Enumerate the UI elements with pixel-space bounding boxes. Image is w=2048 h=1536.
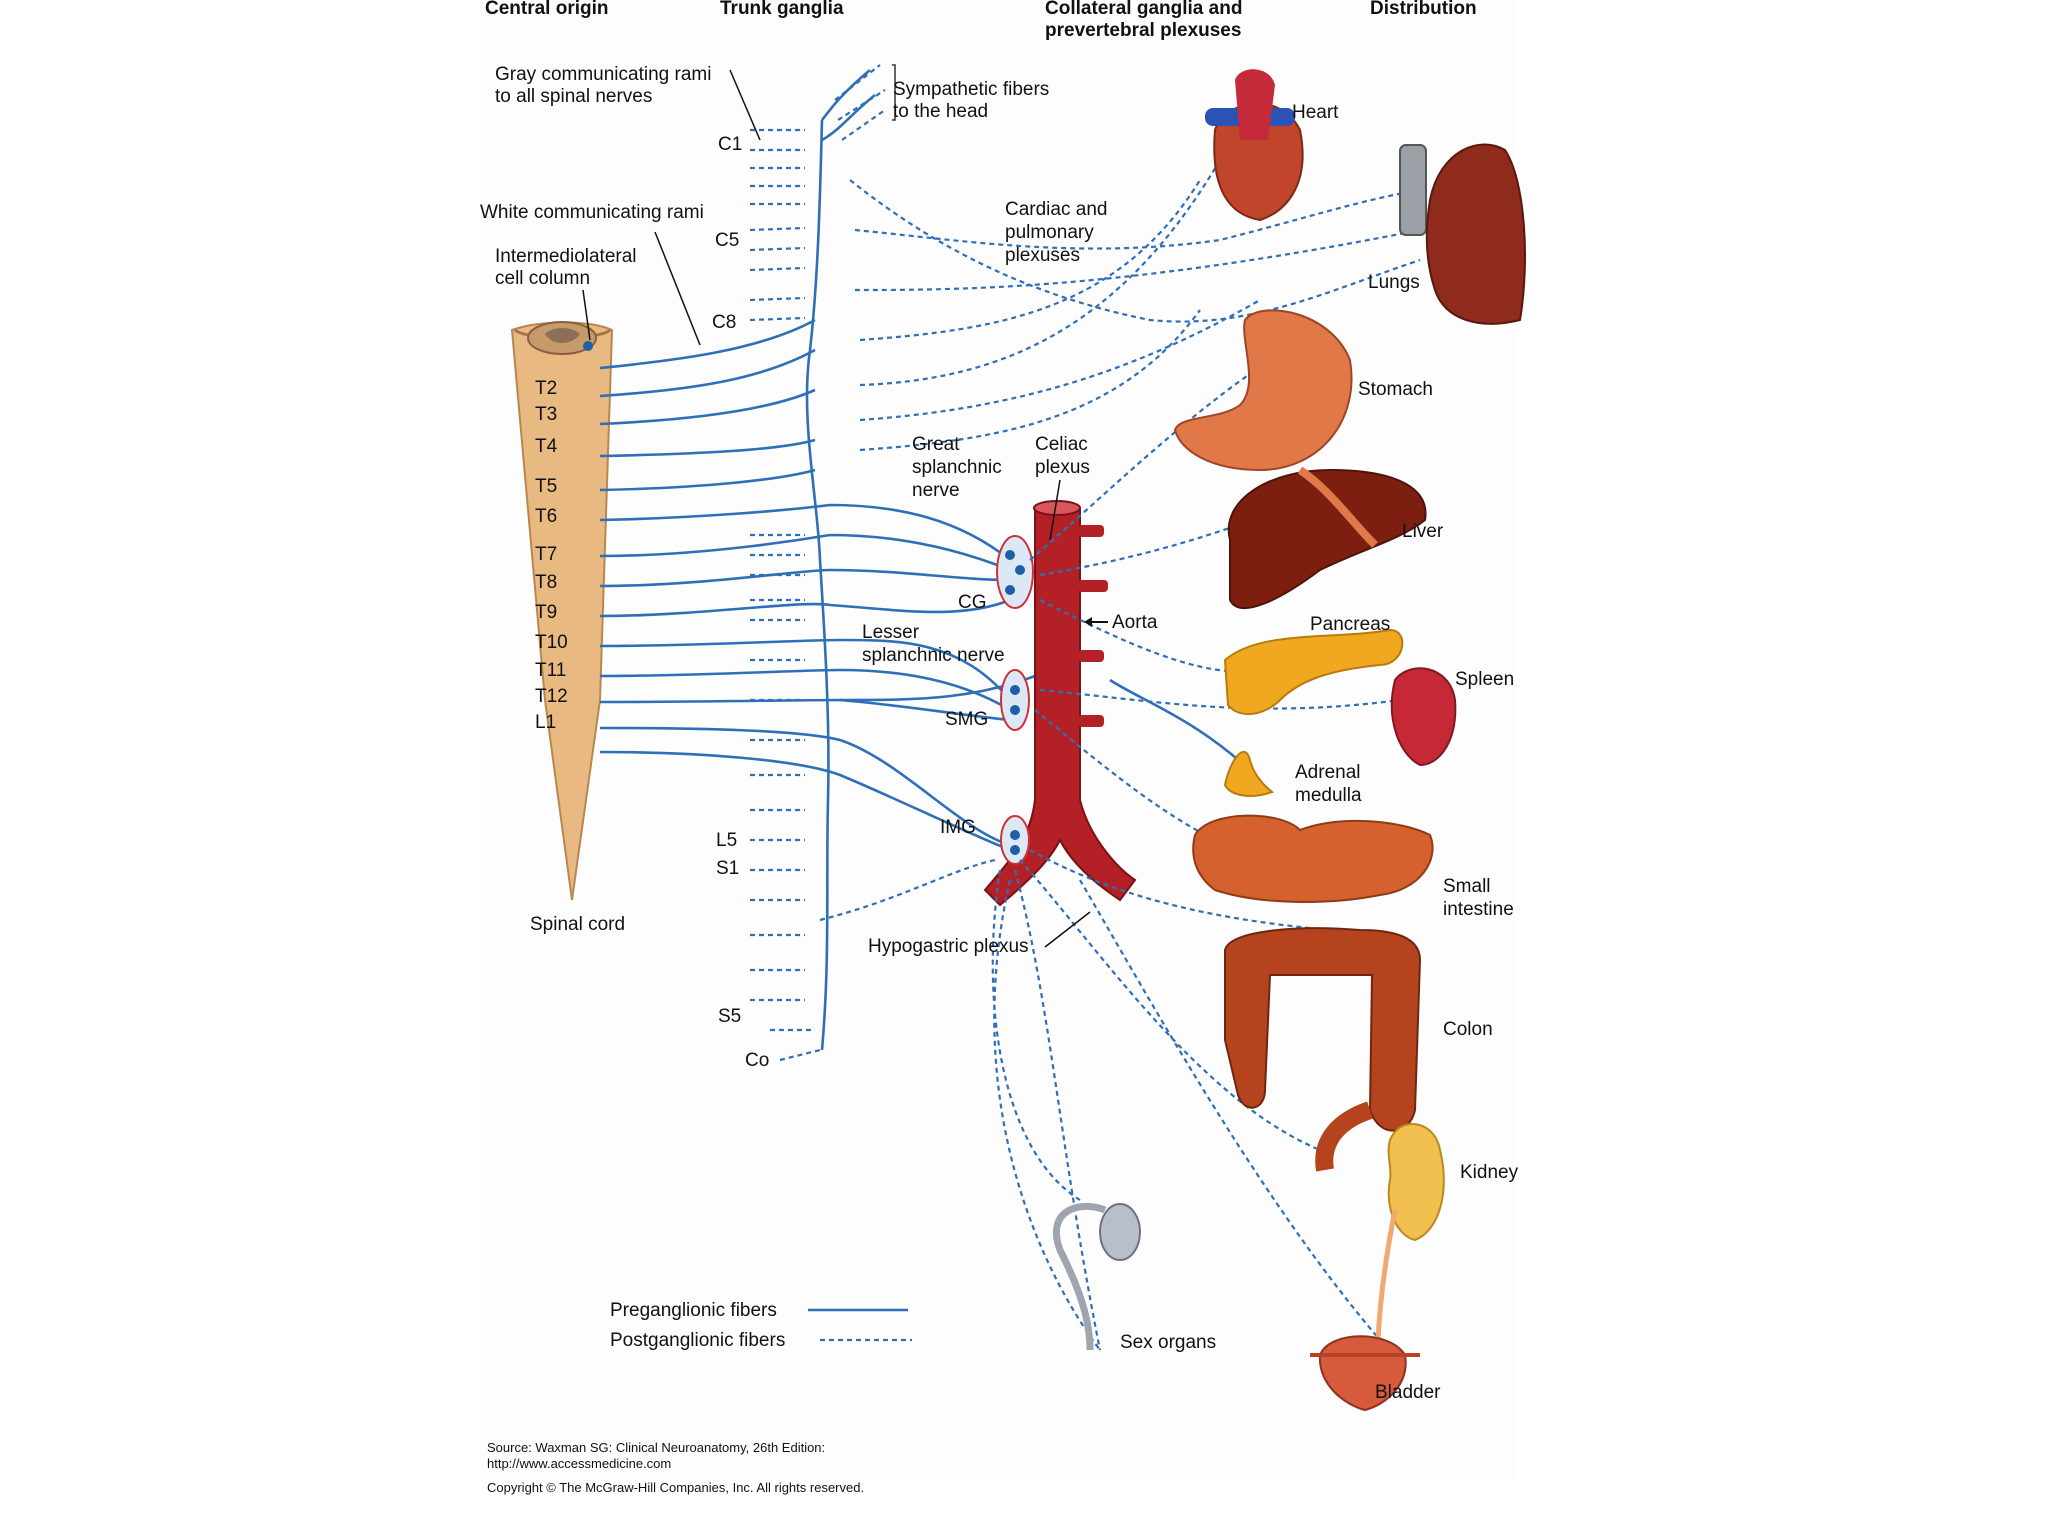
label-hypogastric: Hypogastric plexus	[868, 936, 1029, 957]
label-symp-head-2: to the head	[893, 101, 988, 122]
header-trunk-ganglia: Trunk ganglia	[720, 0, 844, 19]
label-great-splanchnic-3: nerve	[912, 480, 960, 501]
label-pancreas: Pancreas	[1310, 614, 1390, 635]
label-img: IMG	[940, 817, 976, 838]
label-lesser-2: splanchnic nerve	[862, 645, 1005, 666]
segment-label-t5: T5	[535, 476, 557, 497]
source-line-3: Copyright © The McGraw-Hill Companies, I…	[487, 1480, 864, 1495]
segment-label-t11: T11	[535, 660, 566, 681]
segment-label-t6: T6	[535, 506, 557, 527]
segment-label-t3: T3	[535, 404, 557, 425]
label-great-splanchnic-1: Great	[912, 434, 960, 455]
label-small-intestine-1: Small	[1443, 876, 1491, 897]
label-spleen: Spleen	[1455, 669, 1514, 690]
label-cg: CG	[958, 592, 987, 613]
label-stomach: Stomach	[1358, 379, 1433, 400]
segment-label-t10: T10	[535, 632, 568, 653]
heart	[1205, 69, 1304, 222]
label-lungs: Lungs	[1368, 272, 1420, 293]
stomach	[1173, 309, 1353, 472]
segment-label-t7: T7	[535, 544, 557, 565]
inferior-mesenteric-ganglion	[1000, 815, 1030, 865]
header-collateral-1: Collateral ganglia and	[1045, 0, 1242, 19]
label-aorta: Aorta	[1112, 612, 1158, 633]
gray-rami	[749, 128, 821, 1062]
level-c1: C1	[718, 134, 742, 155]
kidney	[1375, 1123, 1445, 1341]
head-fibers	[834, 64, 896, 141]
label-great-splanchnic-2: splanchnic	[912, 457, 1002, 478]
small-intestine	[1192, 814, 1434, 903]
level-c8: C8	[712, 312, 736, 333]
aorta	[983, 500, 1137, 907]
label-cardiac-2: pulmonary	[1005, 222, 1094, 243]
label-kidney: Kidney	[1460, 1162, 1519, 1183]
level-s1: S1	[716, 858, 739, 879]
cord-segment-labels: T2 T3 T4 T5 T6 T7 T8 T9 T10 T11 T12 L1	[535, 378, 568, 733]
leader-hypogastric	[1044, 911, 1091, 948]
label-gray-rami-2: to all spinal nerves	[495, 86, 652, 107]
figure-panel	[480, 0, 1515, 1480]
label-small-intestine-2: intestine	[1443, 899, 1514, 920]
label-imlc-2: cell column	[495, 268, 590, 289]
thoracic-postganglionic	[849, 159, 1421, 452]
leader-celiac	[1049, 479, 1061, 541]
header-distribution: Distribution	[1370, 0, 1477, 19]
segment-label-t4: T4	[535, 436, 558, 457]
label-bladder: Bladder	[1375, 1382, 1441, 1403]
label-imlc-1: Intermediolateral	[495, 246, 637, 267]
source-line-1: Source: Waxman SG: Clinical Neuroanatomy…	[487, 1440, 825, 1455]
source-line-2: http://www.accessmedicine.com	[487, 1456, 671, 1471]
level-c5: C5	[715, 230, 739, 251]
segment-label-t9: T9	[535, 602, 557, 623]
superior-mesenteric-ganglion	[1000, 669, 1030, 731]
label-heart: Heart	[1292, 102, 1339, 123]
legend-pre-label: Preganglionic fibers	[610, 1300, 777, 1321]
legend: Preganglionic fibers Postganglionic fibe…	[610, 1300, 912, 1351]
label-symp-head-1: Sympathetic fibers	[893, 79, 1049, 100]
adrenal-medulla	[1223, 751, 1274, 797]
level-s5: S5	[718, 1006, 741, 1027]
label-adrenal-1: Adrenal	[1295, 762, 1361, 783]
label-gray-rami-1: Gray communicating rami	[495, 64, 711, 85]
abdominal-postganglionic	[819, 359, 1401, 1351]
segment-label-l1: L1	[535, 712, 556, 733]
pancreas	[1223, 628, 1404, 716]
level-co: Co	[745, 1050, 769, 1071]
legend-post-label: Postganglionic fibers	[610, 1330, 785, 1351]
label-cardiac-1: Cardiac and	[1005, 199, 1107, 220]
label-adrenal-2: medulla	[1295, 785, 1362, 806]
label-lesser-1: Lesser	[862, 622, 920, 643]
liver	[1227, 466, 1427, 610]
label-liver: Liver	[1402, 521, 1444, 542]
leader-gray-rami	[729, 69, 761, 141]
label-smg: SMG	[945, 709, 988, 730]
label-celiac-2: plexus	[1035, 457, 1090, 478]
level-l5: L5	[716, 830, 737, 851]
segment-label-t2: T2	[535, 378, 557, 399]
header-collateral-2: prevertebral plexuses	[1045, 20, 1241, 41]
celiac-ganglion	[996, 535, 1034, 609]
label-celiac-1: Celiac	[1035, 434, 1088, 455]
label-white-rami: White communicating rami	[480, 202, 704, 223]
leader-imlc	[582, 289, 591, 341]
segment-label-t8: T8	[535, 572, 557, 593]
spinal-cord-label: Spinal cord	[530, 914, 625, 935]
label-colon: Colon	[1443, 1019, 1493, 1040]
header-central-origin: Central origin	[485, 0, 609, 19]
label-cardiac-3: plexuses	[1005, 245, 1080, 266]
spinal-cord	[510, 321, 614, 901]
leader-white-rami	[654, 231, 701, 346]
spleen	[1390, 667, 1457, 767]
lungs	[1399, 143, 1526, 325]
bladder	[1310, 1335, 1420, 1412]
sex-organs	[1052, 1202, 1141, 1351]
aorta-arrow-icon	[1084, 617, 1092, 627]
label-sex-organs: Sex organs	[1120, 1332, 1216, 1353]
preganglionic-fibers	[599, 318, 1261, 852]
colon	[1224, 927, 1422, 1172]
segment-label-t12: T12	[535, 686, 568, 707]
